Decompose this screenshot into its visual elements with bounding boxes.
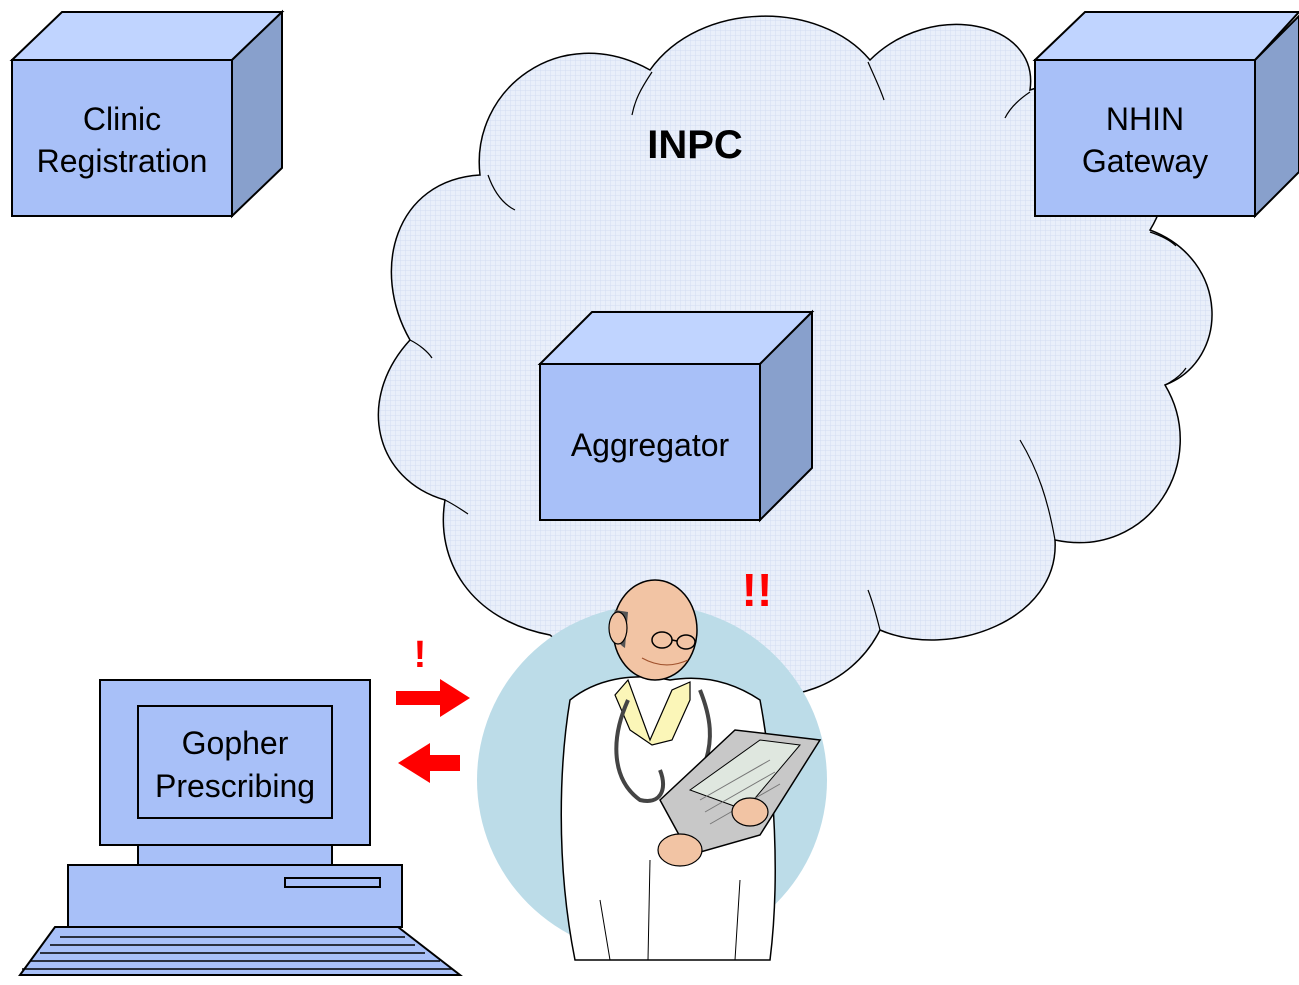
nhin-gateway-box: NHIN Gateway <box>1032 11 1299 219</box>
single-alert-mark: ! <box>414 634 427 676</box>
nhin-gateway-label-line1: NHIN <box>1106 101 1184 137</box>
keyboard <box>18 926 463 976</box>
doctor-illustration <box>477 579 827 961</box>
computer-label-line2: Prescribing <box>155 768 315 804</box>
clinic-registration-label-line2: Registration <box>37 143 208 179</box>
clinic-registration-label-line1: Clinic <box>83 101 161 137</box>
gopher-computer: Gopher Prescribing <box>18 679 463 976</box>
aggregator-box: Aggregator <box>537 309 815 523</box>
computer-screen <box>137 705 333 819</box>
cloud-title: INPC <box>647 123 743 167</box>
nhin-gateway-label-line2: Gateway <box>1082 143 1208 179</box>
clinic-registration-box: Clinic Registration <box>9 9 285 219</box>
computer-label-line1: Gopher <box>182 725 289 761</box>
arrow-to-doctor <box>396 679 470 717</box>
aggregator-label: Aggregator <box>571 427 730 463</box>
arrow-to-computer <box>398 743 460 783</box>
double-alert-mark: !! <box>742 564 773 616</box>
disk-slot <box>284 877 381 888</box>
